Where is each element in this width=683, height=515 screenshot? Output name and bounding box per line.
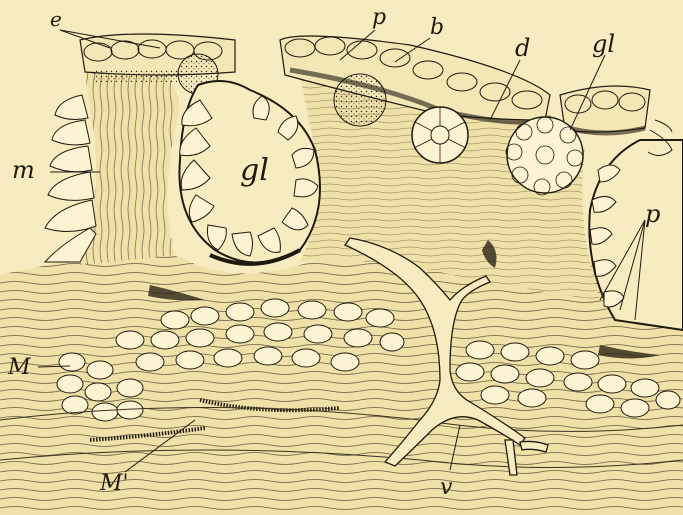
- label-gl-center: gl: [240, 153, 269, 188]
- epithelium-cap-right: [560, 86, 650, 133]
- label-d: d: [515, 34, 530, 62]
- duct-cross-section-d: [412, 107, 468, 163]
- goblet-cells-left: [45, 95, 96, 262]
- label-gl-right: gl: [592, 30, 615, 58]
- label-v: v: [440, 475, 453, 500]
- right-gland: [589, 120, 683, 330]
- label-M: M: [7, 355, 31, 380]
- label-b: b: [430, 15, 444, 40]
- label-p-top: p: [372, 5, 386, 30]
- label-m: m: [12, 156, 35, 184]
- label-p-right: p: [645, 200, 660, 228]
- label-e: e: [50, 7, 62, 31]
- label-M-prime: M': [99, 471, 129, 496]
